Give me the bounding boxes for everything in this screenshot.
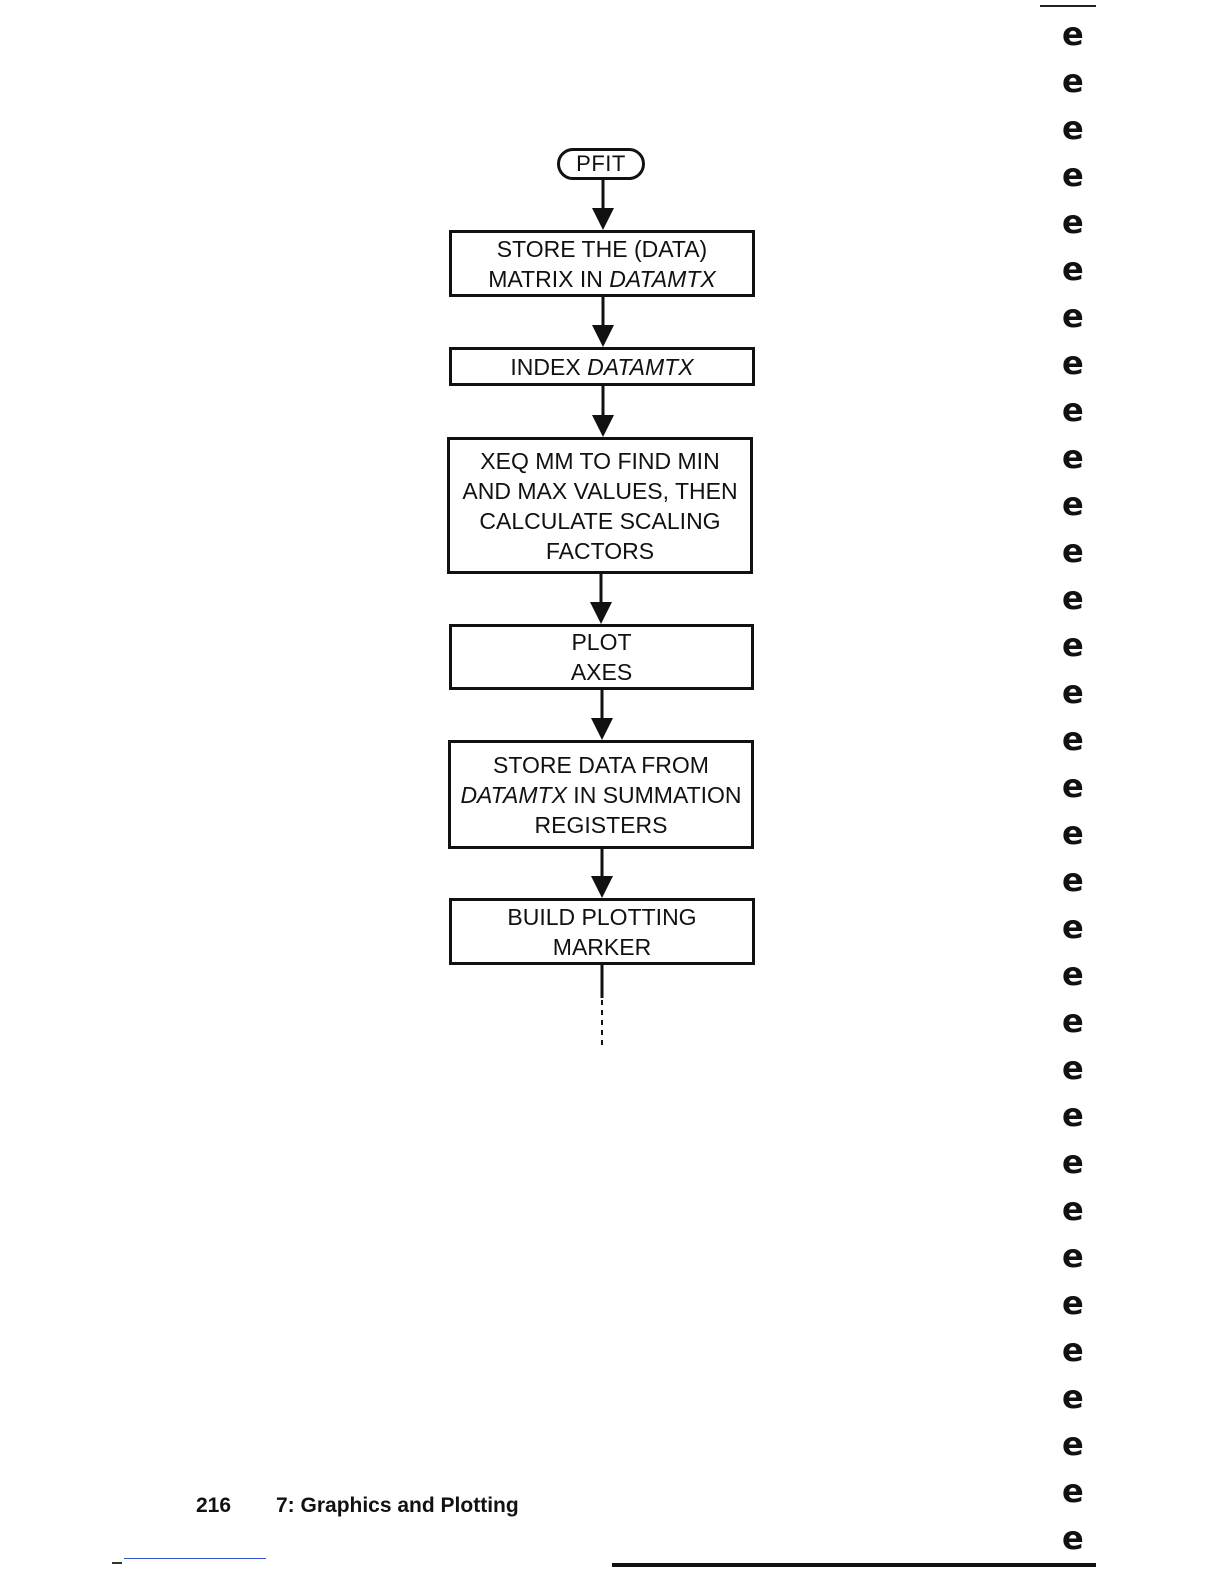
- flow-step-line: PLOT: [571, 627, 632, 657]
- binding-ring-icon: e: [1062, 1195, 1084, 1223]
- step-text-segment: FACTORS: [546, 538, 654, 564]
- flow-step-line: REGISTERS: [460, 810, 741, 840]
- binding-ring-icon: e: [1062, 302, 1084, 330]
- binding-ring-icon: e: [1062, 349, 1084, 377]
- binding-ring-icon: e: [1062, 161, 1084, 189]
- binding-ring-icon: e: [1062, 584, 1084, 612]
- start-terminal-pfit: PFIT: [557, 148, 645, 180]
- flow-step-build-marker: BUILD PLOTTING MARKER: [449, 898, 755, 965]
- bottom-blue-rule: [124, 1558, 266, 1559]
- top-edge-rule: [1040, 5, 1096, 7]
- binding-ring-icon: e: [1062, 67, 1084, 95]
- arrowhead-4: [590, 602, 612, 624]
- start-terminal-label: PFIT: [576, 151, 626, 177]
- flow-step-plot-axes: PLOT AXES: [449, 624, 754, 690]
- binding-ring-icon: e: [1062, 1289, 1084, 1317]
- flow-step-store-matrix: STORE THE (DATA)MATRIX IN DATAMTX: [449, 230, 755, 297]
- binding-ring-icon: e: [1062, 913, 1084, 941]
- binding-ring-icon: e: [1062, 537, 1084, 565]
- chapter-title: 7: Graphics and Plotting: [276, 1494, 519, 1517]
- binding-ring-icon: e: [1062, 678, 1084, 706]
- bottom-edge-rule: [612, 1563, 1096, 1567]
- flow-step-line: MATRIX IN DATAMTX: [488, 264, 715, 294]
- page-number: 216: [196, 1494, 276, 1518]
- step-text-segment: AXES: [571, 659, 632, 685]
- flow-step-line: FACTORS: [462, 536, 737, 566]
- binding-ring-icon: e: [1062, 1007, 1084, 1035]
- step-text-segment: AND MAX VALUES, THEN: [462, 478, 737, 504]
- binding-ring-icon: e: [1062, 443, 1084, 471]
- italic-term: DATAMTX: [587, 354, 693, 380]
- corner-mark: [112, 1562, 122, 1564]
- binding-ring-icon: e: [1062, 20, 1084, 48]
- step-text-segment: MARKER: [553, 934, 651, 960]
- binding-ring-icon: e: [1062, 208, 1084, 236]
- arrowhead-5: [591, 718, 613, 740]
- binding-ring-icon: e: [1062, 1242, 1084, 1270]
- arrowhead-1: [592, 208, 614, 230]
- italic-term: DATAMTX: [609, 266, 715, 292]
- step-text-segment: PLOT: [571, 629, 631, 655]
- step-text-segment: BUILD PLOTTING: [507, 904, 696, 930]
- binding-ring-icon: e: [1062, 490, 1084, 518]
- binding-ring-icon: e: [1062, 1054, 1084, 1082]
- flow-step-line: STORE DATA FROM: [460, 750, 741, 780]
- binding-ring-icon: e: [1062, 1101, 1084, 1129]
- arrowhead-2: [592, 325, 614, 347]
- arrowhead-6: [591, 876, 613, 898]
- flow-step-line: MARKER: [507, 932, 696, 962]
- binding-ring-icon: e: [1062, 396, 1084, 424]
- binding-ring-icon: e: [1062, 866, 1084, 894]
- flow-step-line: AND MAX VALUES, THEN: [462, 476, 737, 506]
- binding-ring-icon: e: [1062, 725, 1084, 753]
- step-text-segment: MATRIX IN: [488, 266, 609, 292]
- binding-ring-icon: e: [1062, 1336, 1084, 1364]
- arrowhead-3: [592, 415, 614, 437]
- flow-step-line: INDEX DATAMTX: [510, 352, 693, 382]
- step-text-segment: XEQ MM TO FIND MIN: [480, 448, 719, 474]
- flow-step-text: BUILD PLOTTING MARKER: [507, 902, 696, 962]
- binding-ring-icon: e: [1062, 772, 1084, 800]
- step-text-segment: STORE THE (DATA): [497, 236, 707, 262]
- binding-ring-icon: e: [1062, 114, 1084, 142]
- flow-step-text: STORE THE (DATA)MATRIX IN DATAMTX: [488, 234, 715, 294]
- binding-ring-icon: e: [1062, 1148, 1084, 1176]
- step-text-segment: IN SUMMATION: [567, 782, 742, 808]
- binding-ring-icon: e: [1062, 1383, 1084, 1411]
- flow-step-line: AXES: [571, 657, 632, 687]
- step-text-segment: STORE DATA FROM: [493, 752, 709, 778]
- flow-step-line: BUILD PLOTTING: [507, 902, 696, 932]
- flow-step-line: STORE THE (DATA): [488, 234, 715, 264]
- binding-ring-icon: e: [1062, 1524, 1084, 1552]
- step-text-segment: CALCULATE SCALING: [479, 508, 720, 534]
- binding-ring-icon: e: [1062, 819, 1084, 847]
- flow-step-index-datamtx: INDEX DATAMTX: [449, 347, 755, 386]
- step-text-segment: REGISTERS: [535, 812, 668, 838]
- flow-step-line: CALCULATE SCALING: [462, 506, 737, 536]
- step-text-segment: INDEX: [510, 354, 587, 380]
- flow-step-line: XEQ MM TO FIND MIN: [462, 446, 737, 476]
- binding-ring-icon: e: [1062, 960, 1084, 988]
- flow-step-text: PLOT AXES: [571, 627, 632, 687]
- binding-ring-icon: e: [1062, 1430, 1084, 1458]
- binding-ring-icon: e: [1062, 255, 1084, 283]
- flow-step-find-min-max: XEQ MM TO FIND MIN AND MAX VALUES, THEN CA…: [447, 437, 753, 574]
- italic-term: DATAMTX: [460, 782, 566, 808]
- flow-step-text: XEQ MM TO FIND MIN AND MAX VALUES, THEN CA…: [462, 446, 737, 566]
- flow-step-text: INDEX DATAMTX: [510, 352, 693, 382]
- flow-step-line: DATAMTX IN SUMMATION: [460, 780, 741, 810]
- binding-ring-icon: e: [1062, 1477, 1084, 1505]
- binding-ring-icon: e: [1062, 631, 1084, 659]
